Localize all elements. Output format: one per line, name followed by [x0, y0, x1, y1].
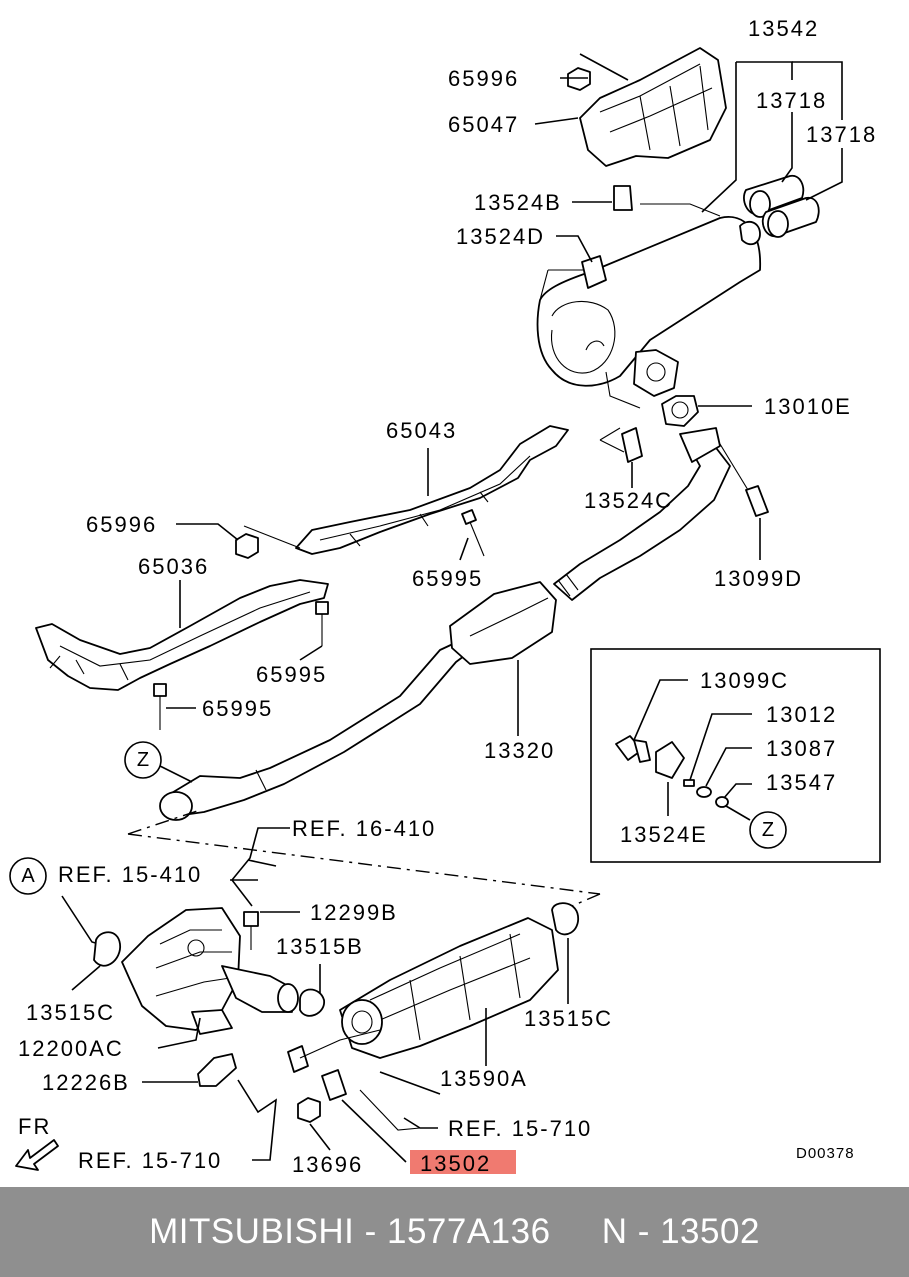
label-ref-15-710-right: REF. 15-710 — [448, 1116, 592, 1141]
label-13524C: 13524C — [584, 488, 673, 513]
label-65043: 65043 — [386, 418, 457, 443]
callout-a-text: A — [21, 865, 35, 887]
label-65996-top: 65996 — [448, 66, 519, 91]
front-arrow-icon — [15, 1139, 59, 1171]
rubber-hanger-13524B — [613, 185, 721, 217]
label-13502: 13502 — [420, 1151, 491, 1176]
label-13524B: 13524B — [474, 190, 562, 215]
nut-13696 — [297, 1097, 321, 1123]
label-13524E: 13524E — [620, 822, 708, 847]
footer-bar: MITSUBISHI - 1577A136 N - 13502 — [0, 1187, 909, 1277]
center-pipe-13320 — [159, 427, 731, 821]
exhaust-parts-diagram: 13542 65996 13718 65047 13718 13524B 135… — [9, 16, 881, 1177]
label-12226B: 12226B — [42, 1070, 130, 1095]
footer-part-number: MITSUBISHI - 1577A136 N - 13502 — [149, 1212, 760, 1251]
label-13515C-right: 13515C — [524, 1006, 613, 1031]
label-12200AC: 12200AC — [18, 1036, 124, 1061]
main-muffler-13542 — [536, 216, 761, 409]
label-13542: 13542 — [748, 16, 819, 41]
label-13590A: 13590A — [440, 1066, 528, 1091]
label-65995-a: 65995 — [412, 566, 483, 591]
label-fr: FR — [18, 1114, 51, 1139]
label-13524D: 13524D — [456, 224, 545, 249]
label-13099C: 13099C — [700, 668, 789, 693]
label-13010E: 13010E — [764, 394, 852, 419]
tail-pipes — [743, 174, 820, 238]
converter-13590A — [339, 917, 559, 1059]
callout-a: A — [9, 857, 47, 895]
hanger-13524C — [621, 427, 643, 463]
nut-65996-top — [567, 67, 591, 91]
gasket-13010E — [661, 395, 699, 427]
nut-65996-mid — [235, 533, 259, 559]
manifold-converter-12200AC — [121, 907, 299, 1035]
bolt-12299B — [243, 911, 259, 950]
label-ref-16-410: REF. 16-410 — [292, 816, 436, 841]
detail-inset — [590, 648, 881, 863]
clamp-13515B — [299, 988, 325, 1017]
stay-12226B — [197, 1053, 237, 1087]
label-13515C-left: 13515C — [26, 1000, 115, 1025]
bolt-13099D — [719, 443, 769, 517]
callout-z-inset: Z — [749, 811, 787, 849]
rubber-hanger-13524D — [581, 255, 607, 289]
callout-z-main: Z — [124, 741, 162, 779]
clamp-13515C-right — [551, 902, 579, 936]
label-65995-c: 65995 — [202, 696, 273, 721]
heat-shield-65047 — [579, 47, 727, 167]
label-65036: 65036 — [138, 554, 209, 579]
sensor-13099C — [615, 735, 651, 763]
heat-shield-65036 — [35, 579, 329, 691]
callout-z-main-text: Z — [137, 749, 149, 771]
label-65995-b: 65995 — [256, 662, 327, 687]
label-13696: 13696 — [292, 1152, 363, 1177]
bolt-65995-c — [153, 683, 167, 730]
clamp-13515C-left — [93, 931, 121, 967]
label-ref-15-710-left: REF. 15-710 — [78, 1148, 222, 1173]
label-13515B: 13515B — [276, 934, 364, 959]
label-12299B: 12299B — [310, 900, 398, 925]
label-13547: 13547 — [766, 770, 837, 795]
label-13718-a: 13718 — [756, 88, 827, 113]
bolt-65995-a — [461, 509, 485, 557]
label-65996-mid: 65996 — [86, 512, 157, 537]
boss-13524E — [655, 741, 685, 779]
label-13012: 13012 — [766, 702, 837, 727]
bracket-13502 — [287, 1029, 381, 1101]
label-13320: 13320 — [484, 738, 555, 763]
heat-shield-65043 — [295, 425, 569, 555]
label-65047: 65047 — [448, 112, 519, 137]
callout-z-inset-text: Z — [762, 819, 774, 841]
label-13099D: 13099D — [714, 566, 803, 591]
label-13718-b: 13718 — [806, 122, 877, 147]
diagram-code: D00378 — [796, 1145, 855, 1162]
label-ref-15-410: REF. 15-410 — [58, 862, 202, 887]
highlight-13502 — [410, 1150, 516, 1174]
bolt-65995-b — [315, 601, 329, 646]
label-13087: 13087 — [766, 736, 837, 761]
